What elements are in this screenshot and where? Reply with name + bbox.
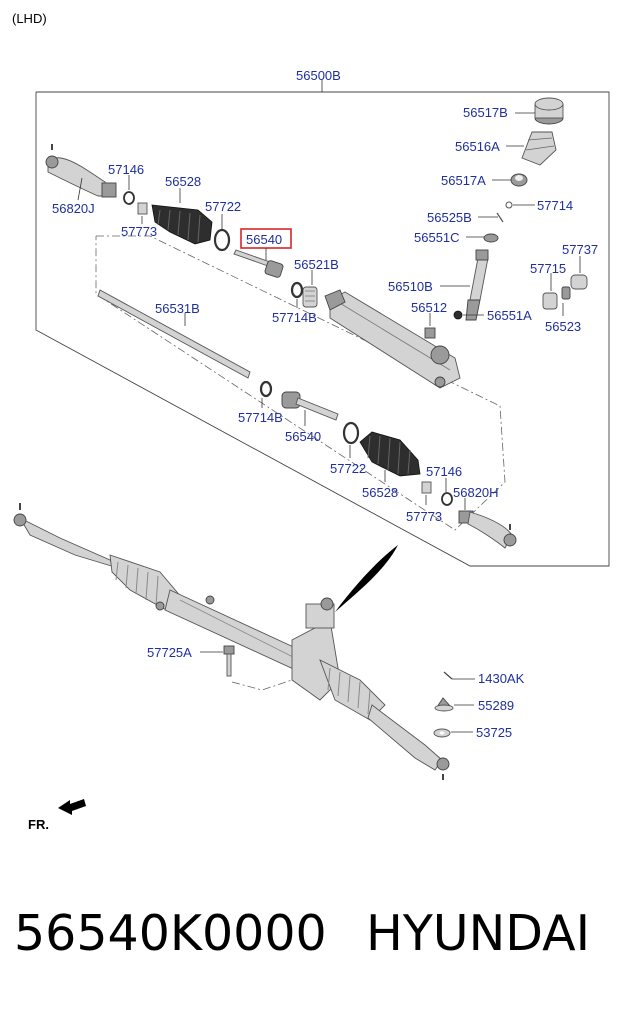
label-57146-left[interactable]: 57146 — [108, 162, 144, 177]
assembled-steering-gear — [13, 503, 450, 780]
label-57714[interactable]: 57714 — [537, 198, 573, 213]
label-56551A[interactable]: 56551A — [487, 308, 532, 323]
part-56525B — [496, 212, 504, 223]
assembly-frame — [35, 91, 610, 567]
label-56540-highlight[interactable]: 56540 — [246, 232, 282, 247]
part-56517A — [510, 173, 528, 187]
part-55289 — [434, 697, 454, 712]
part-57722-clamp-left — [213, 228, 231, 252]
label-56510B[interactable]: 56510B — [388, 279, 433, 294]
part-57773-left — [137, 202, 148, 215]
label-56521B[interactable]: 56521B — [294, 257, 339, 272]
part-56512 — [424, 327, 436, 339]
part-56820H — [458, 510, 517, 549]
parts-diagram: (LHD) 56500B 56517B 56516A 56517A 57714 … — [12, 11, 610, 832]
label-56500B[interactable]: 56500B — [296, 68, 341, 83]
part-number: 56540K0000 — [14, 905, 327, 962]
label-56512[interactable]: 56512 — [411, 300, 447, 315]
label-56525B[interactable]: 56525B — [427, 210, 472, 225]
label-56540-bottom[interactable]: 56540 — [285, 429, 321, 444]
part-56540-tie-rod-top — [233, 249, 284, 278]
label-55289[interactable]: 55289 — [478, 698, 514, 713]
label-57737[interactable]: 57737 — [562, 242, 598, 257]
subassembly-frame — [95, 235, 506, 531]
label-56528-left[interactable]: 56528 — [165, 174, 201, 189]
label-57714B-bottom[interactable]: 57714B — [238, 410, 283, 425]
part-56517B — [534, 97, 564, 125]
part-56521B — [302, 286, 318, 308]
label-57722-left[interactable]: 57722 — [205, 199, 241, 214]
brand-name: HYUNDAI — [366, 905, 591, 962]
part-56516A — [521, 131, 557, 166]
label-57773-left[interactable]: 57773 — [121, 224, 157, 239]
part-57722-clamp-right — [342, 421, 360, 445]
part-57146-left — [123, 191, 135, 205]
label-56551C[interactable]: 56551C — [414, 230, 460, 245]
label-56517A[interactable]: 56517A — [441, 173, 486, 188]
label-56523[interactable]: 56523 — [545, 319, 581, 334]
direction-label: FR. — [28, 817, 49, 832]
part-57773-right — [421, 481, 432, 494]
label-56517B[interactable]: 56517B — [463, 105, 508, 120]
label-56528-right[interactable]: 56528 — [362, 485, 398, 500]
label-57714B-top[interactable]: 57714B — [272, 310, 317, 325]
part-57714-clip — [505, 201, 513, 209]
label-57773-right[interactable]: 57773 — [406, 509, 442, 524]
part-56540-tie-rod-bottom — [281, 391, 339, 421]
label-56820J[interactable]: 56820J — [52, 201, 95, 216]
part-56820J — [45, 144, 117, 198]
label-1430AK[interactable]: 1430AK — [478, 671, 525, 686]
label-56820H[interactable]: 56820H — [453, 485, 499, 500]
front-arrow-icon — [58, 799, 86, 815]
part-1430AK — [443, 671, 453, 680]
label-57146-right[interactable]: 57146 — [426, 464, 462, 479]
footer: 56540K0000 HYUNDAI — [14, 905, 614, 975]
part-57146-right — [441, 492, 453, 506]
label-53725[interactable]: 53725 — [476, 725, 512, 740]
part-56531B-rack — [97, 289, 251, 379]
part-53725 — [433, 728, 451, 738]
label-57722-right[interactable]: 57722 — [330, 461, 366, 476]
part-57737 — [570, 274, 588, 290]
part-56528-boot-right — [359, 431, 421, 477]
part-56528-boot-left — [151, 204, 213, 245]
part-56551C — [483, 233, 499, 243]
part-56510B — [465, 249, 489, 321]
part-57715 — [542, 286, 571, 310]
label-57725A[interactable]: 57725A — [147, 645, 192, 660]
label-57715[interactable]: 57715 — [530, 261, 566, 276]
part-56551A — [453, 310, 463, 320]
label-56531B[interactable]: 56531B — [155, 301, 200, 316]
part-57714B-bottom — [259, 380, 273, 398]
part-57714B-top — [290, 281, 304, 299]
variant-label: (LHD) — [12, 11, 47, 26]
part-rack-housing — [324, 289, 461, 389]
part-57725A-bolt — [223, 645, 235, 677]
callout-pointer — [335, 545, 398, 612]
label-56516A[interactable]: 56516A — [455, 139, 500, 154]
